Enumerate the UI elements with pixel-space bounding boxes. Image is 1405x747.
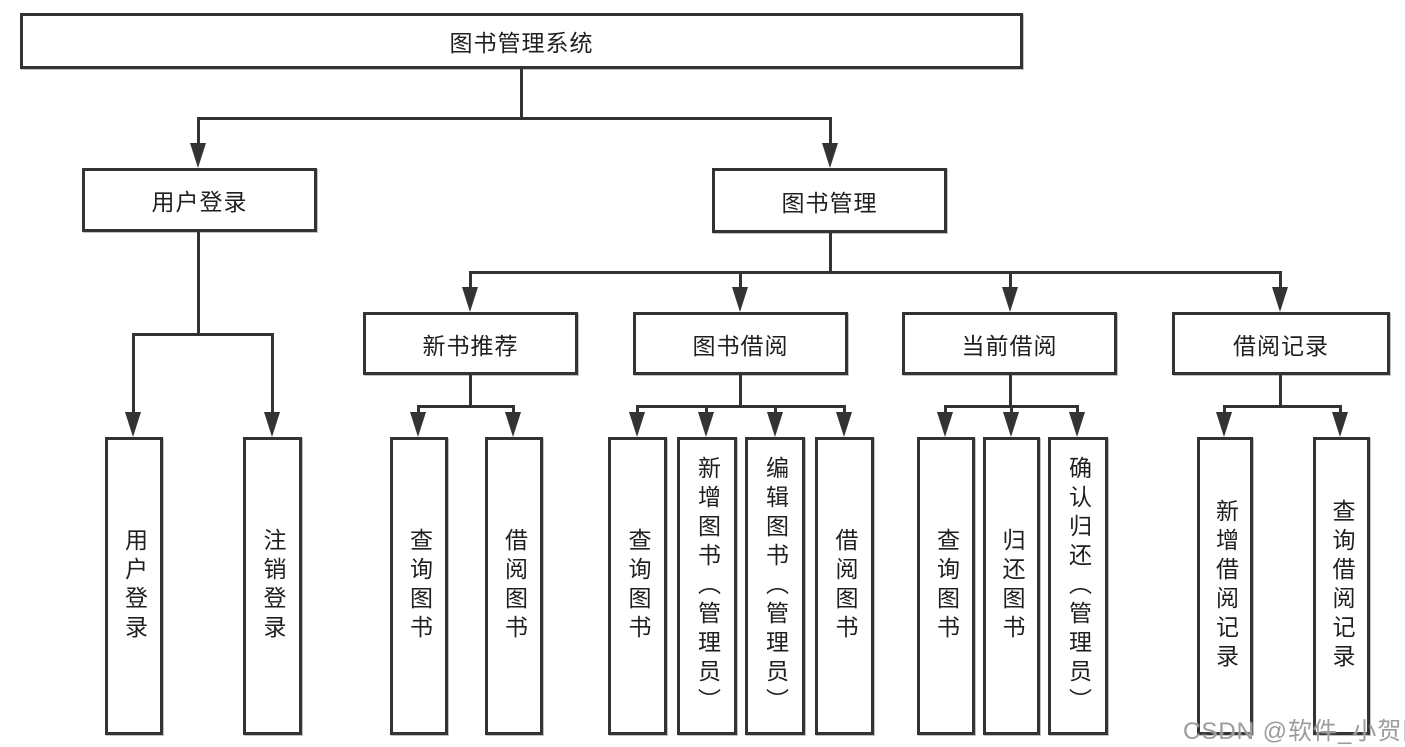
connector-leaf-stem <box>636 405 639 417</box>
node-borrowing-records: 借阅记录 <box>1172 312 1390 375</box>
arrow-down-icon <box>1002 287 1018 312</box>
connector-level2-rail <box>197 117 832 120</box>
node-new-book-recommendation: 新书推荐 <box>363 312 578 375</box>
connector-to-book-management <box>829 117 832 147</box>
leaf-user-login: 用户登录 <box>105 437 163 735</box>
arrow-down-icon <box>629 412 645 437</box>
connector-leaf-stem <box>705 405 708 417</box>
arrow-down-icon <box>1003 412 1019 437</box>
connector-root-stem <box>520 69 523 118</box>
arrow-down-icon <box>732 287 748 312</box>
connector-leaf-stem <box>843 405 846 417</box>
connector-leaf-stem <box>1076 405 1079 417</box>
connector-to-borrowing-records <box>1279 271 1282 291</box>
leaf-query-books-recommend: 查询图书 <box>390 437 448 735</box>
node-book-borrowing: 图书借阅 <box>633 312 848 375</box>
connector-leaf-stem <box>1010 405 1013 417</box>
connector-current-borrowing-stem <box>1009 375 1012 408</box>
arrow-down-icon <box>505 412 521 437</box>
connector-to-book-borrowing <box>739 271 742 291</box>
connector-leaf-stem <box>1339 405 1342 417</box>
node-user-login: 用户登录 <box>82 168 317 232</box>
connector-book-borrowing-rail <box>636 405 845 408</box>
connector-to-new-book <box>469 271 472 291</box>
arrow-down-icon <box>698 412 714 437</box>
connector-user-login-stem <box>197 232 200 335</box>
connector-borrowing-records-rail <box>1223 405 1342 408</box>
arrow-down-icon <box>1272 287 1288 312</box>
arrow-down-icon <box>462 287 478 312</box>
leaf-edit-books-admin: 编辑图书（管理员） <box>745 437 805 735</box>
connector-to-current-borrowing <box>1009 271 1012 291</box>
connector-new-book-rail <box>417 405 515 408</box>
connector-leaf-stem <box>944 405 947 417</box>
connector-to-leaf-user-login <box>132 333 135 415</box>
arrow-down-icon <box>190 143 206 168</box>
connector-user-login-rail <box>132 333 274 336</box>
arrow-down-icon <box>836 412 852 437</box>
leaf-query-books-current: 查询图书 <box>917 437 975 735</box>
arrow-down-icon <box>1069 412 1085 437</box>
connector-to-leaf-logout <box>271 333 274 415</box>
csdn-watermark: CSDN @软件_小贺同学 <box>1183 718 1405 745</box>
node-book-management: 图书管理 <box>712 168 947 233</box>
leaf-borrow-books: 借阅图书 <box>815 437 874 735</box>
arrow-down-icon <box>1332 412 1348 437</box>
leaf-add-borrow-record: 新增借阅记录 <box>1197 437 1253 735</box>
connector-borrowing-records-stem <box>1279 375 1282 408</box>
arrow-down-icon <box>822 143 838 168</box>
arrow-down-icon <box>937 412 953 437</box>
node-book-management-system: 图书管理系统 <box>20 13 1023 69</box>
arrow-down-icon <box>125 412 141 437</box>
leaf-confirm-return-admin: 确认归还（管理员） <box>1048 437 1108 735</box>
connector-leaf-stem <box>774 405 777 417</box>
arrow-down-icon <box>264 412 280 437</box>
connector-level3-rail <box>469 271 1282 274</box>
leaf-add-books-admin: 新增图书（管理员） <box>677 437 737 735</box>
connector-to-user-login <box>197 117 200 147</box>
connector-leaf-stem <box>512 405 515 417</box>
leaf-query-borrow-record: 查询借阅记录 <box>1313 437 1370 735</box>
leaf-logout: 注销登录 <box>243 437 302 735</box>
connector-book-management-stem <box>829 233 832 273</box>
leaf-borrow-books-recommend: 借阅图书 <box>485 437 543 735</box>
connector-leaf-stem <box>1223 405 1226 417</box>
connector-book-borrowing-stem <box>739 375 742 408</box>
connector-new-book-stem <box>469 375 472 408</box>
arrow-down-icon <box>1216 412 1232 437</box>
leaf-return-books: 归还图书 <box>983 437 1040 735</box>
arrow-down-icon <box>767 412 783 437</box>
leaf-query-books-borrow: 查询图书 <box>608 437 667 735</box>
connector-leaf-stem <box>417 405 420 417</box>
arrow-down-icon <box>410 412 426 437</box>
node-current-borrowing: 当前借阅 <box>902 312 1117 375</box>
